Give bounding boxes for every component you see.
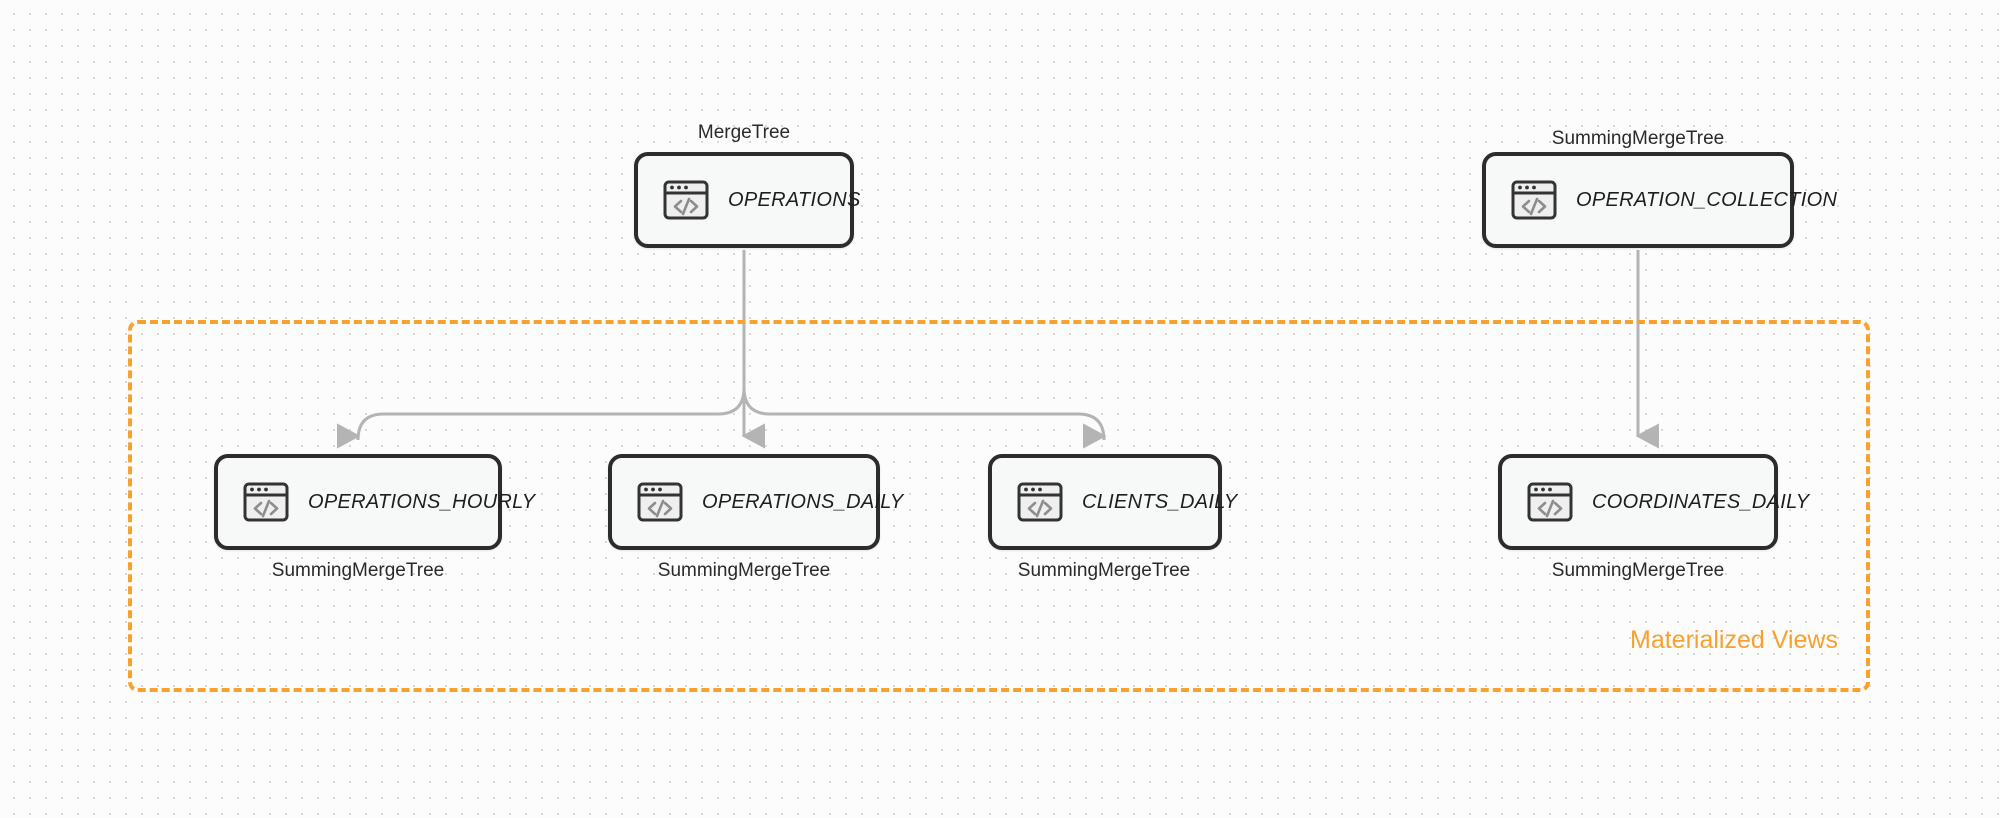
materialized-views-group — [128, 320, 1870, 692]
code-window-icon — [1508, 174, 1560, 226]
node-label: CLIENTS_DAILY — [1082, 490, 1238, 513]
node-operations-hourly[interactable]: OPERATIONS_HOURLY — [214, 454, 535, 550]
node-operations[interactable]: OPERATIONS — [634, 152, 860, 248]
engine-label-operations-daily: SummingMergeTree — [657, 560, 831, 581]
materialized-views-group-label: Materialized Views — [1630, 626, 1838, 654]
node-label: OPERATION_COLLECTION — [1576, 188, 1838, 211]
code-window-icon — [1524, 476, 1576, 528]
engine-label-operations: MergeTree — [697, 122, 791, 143]
engine-label-coordinates-daily: SummingMergeTree — [1551, 560, 1725, 581]
node-operations-daily[interactable]: OPERATIONS_DAILY — [608, 454, 903, 550]
node-label: COORDINATES_DAILY — [1592, 490, 1810, 513]
node-clients-daily[interactable]: CLIENTS_DAILY — [988, 454, 1237, 550]
node-label: OPERATIONS_DAILY — [702, 490, 904, 513]
code-window-icon — [1014, 476, 1066, 528]
node-operation-collection[interactable]: OPERATION_COLLECTION — [1482, 152, 1837, 248]
node-label: OPERATIONS_HOURLY — [308, 490, 536, 513]
engine-label-operation-collection: SummingMergeTree — [1551, 128, 1725, 149]
node-label: OPERATIONS — [728, 188, 861, 211]
code-window-icon — [240, 476, 292, 528]
node-coordinates-daily[interactable]: COORDINATES_DAILY — [1498, 454, 1809, 550]
engine-label-clients-daily: SummingMergeTree — [1017, 560, 1191, 581]
code-window-icon — [634, 476, 686, 528]
engine-label-operations-hourly: SummingMergeTree — [271, 560, 445, 581]
code-window-icon — [660, 174, 712, 226]
